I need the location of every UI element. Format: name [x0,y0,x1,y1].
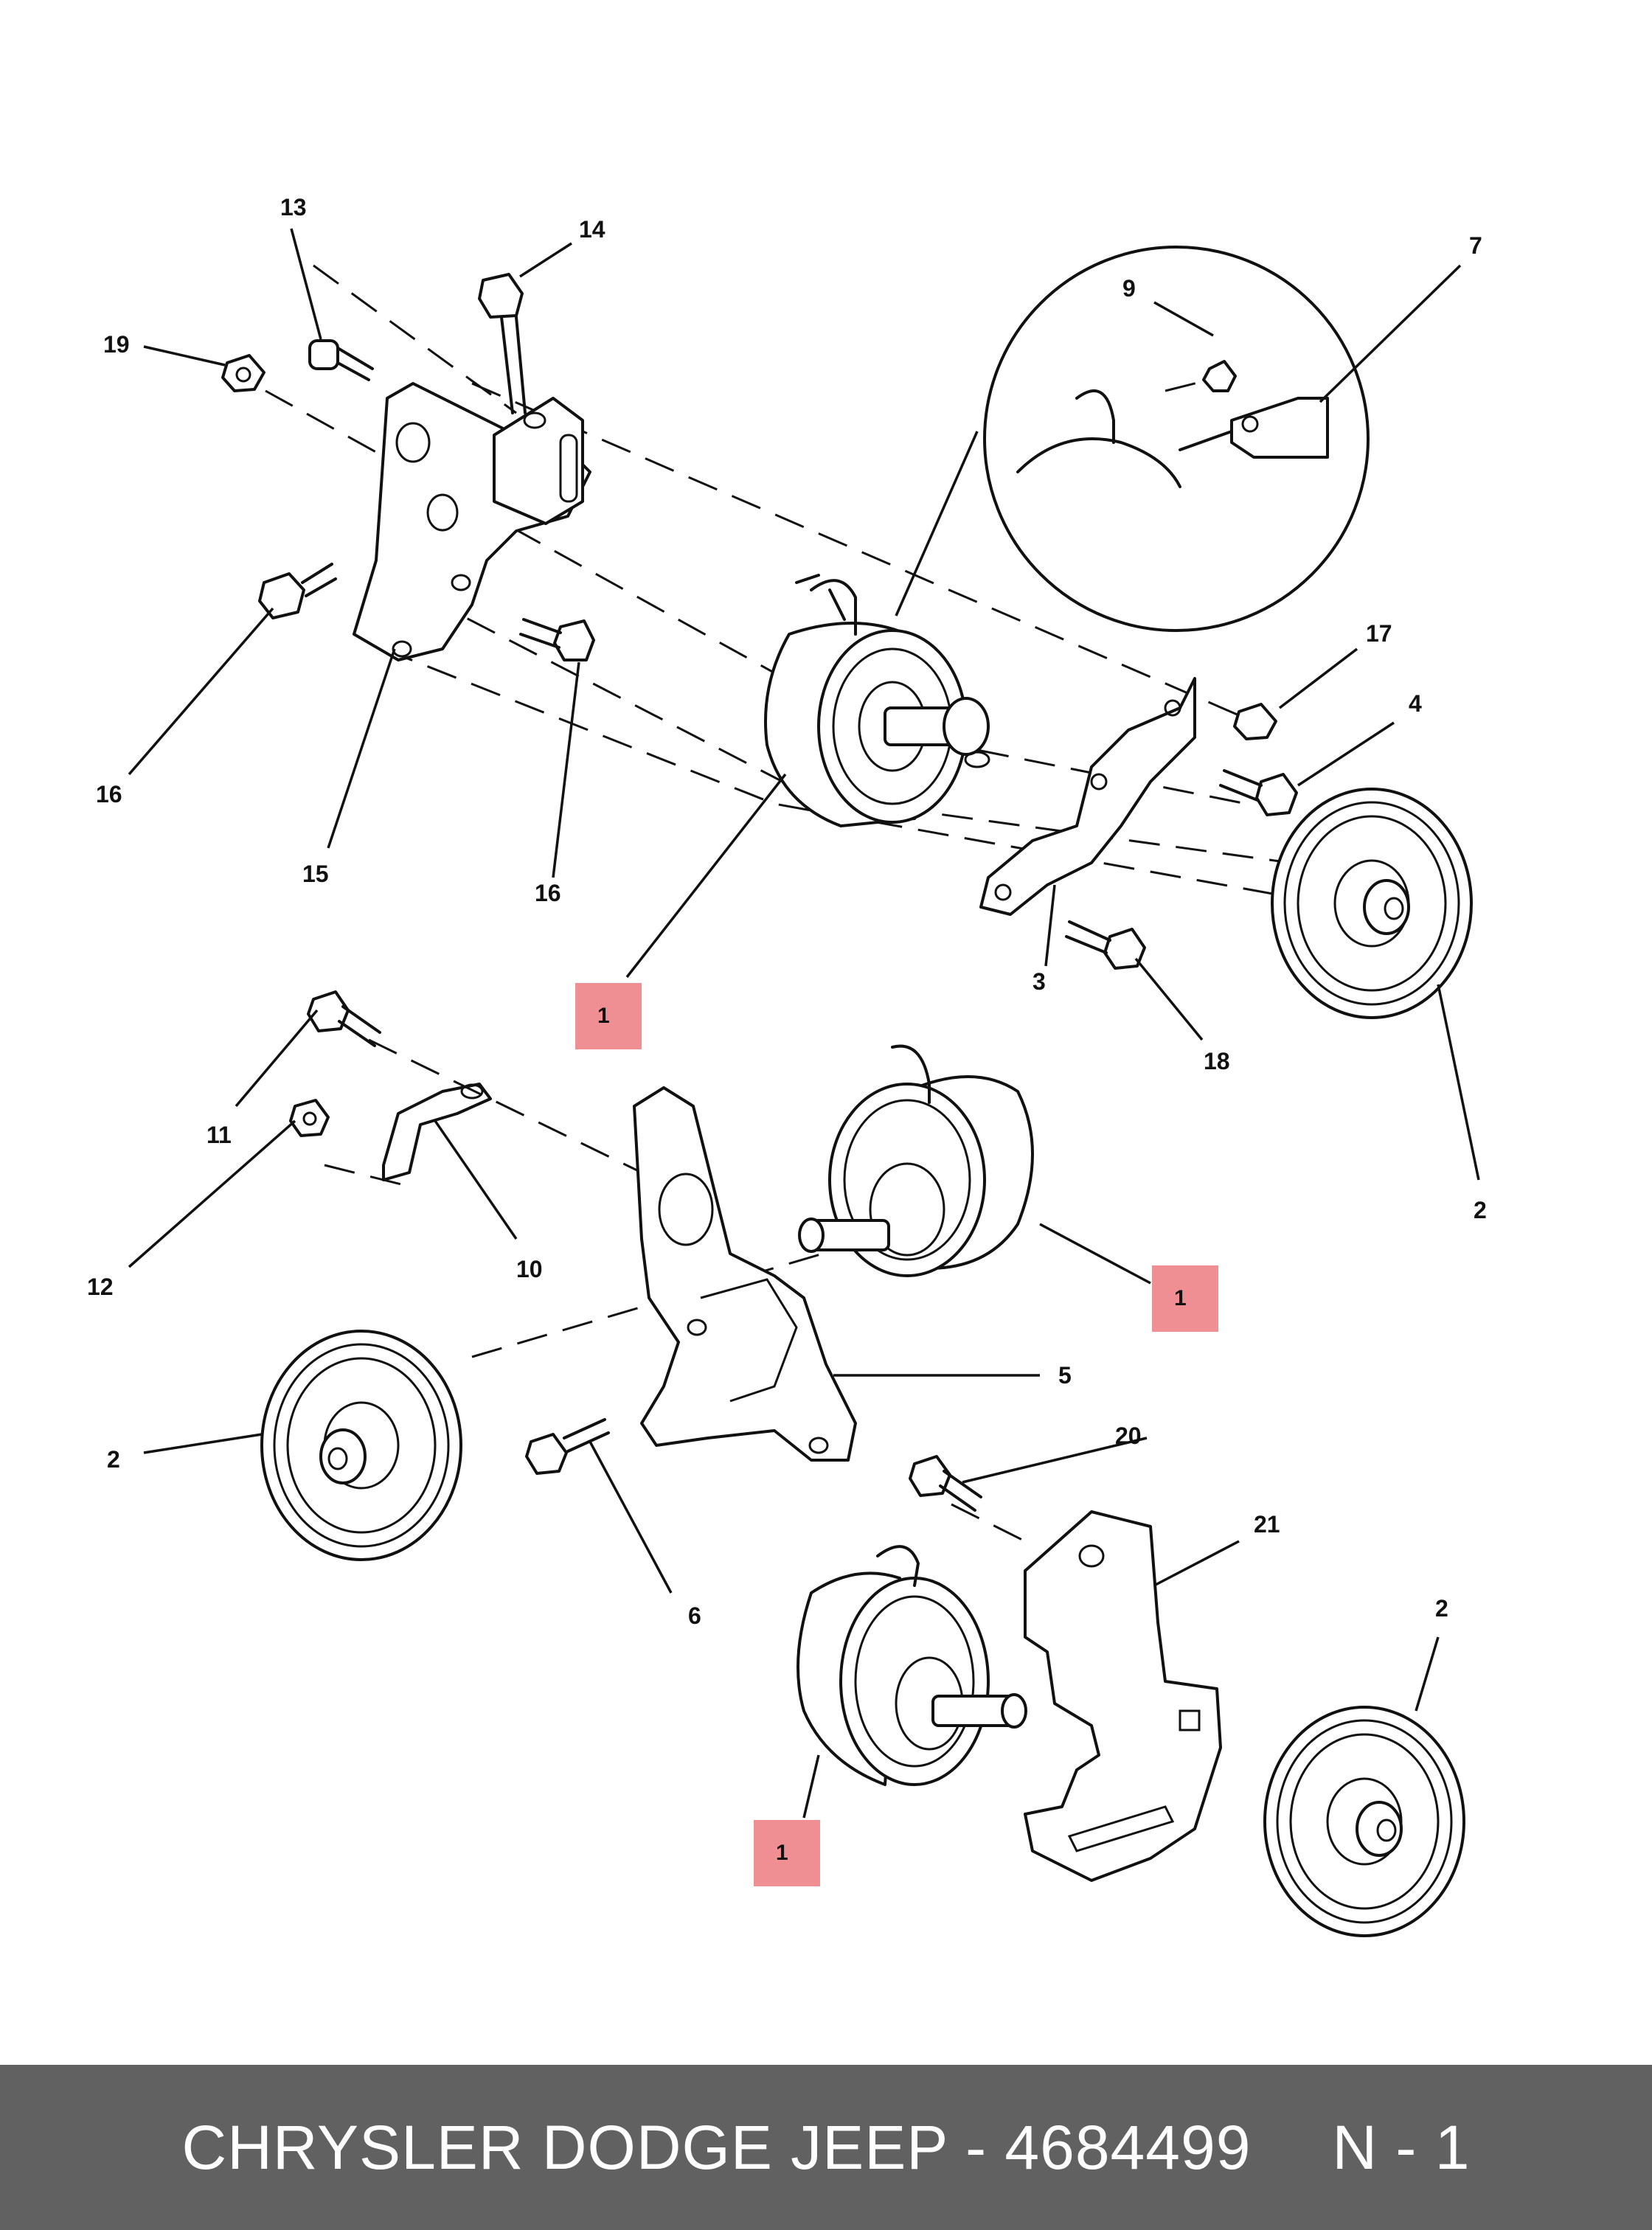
parts-diagram: 13 14 19 9 7 17 4 16 15 16 3 18 2 11 12 … [87,194,1487,1937]
middle-assembly [260,990,1034,1561]
callout-17: 17 [1366,620,1392,647]
callout-16-right: 16 [535,880,561,906]
bolt-20 [909,1455,982,1512]
nut-19 [221,354,266,392]
callout-15: 15 [302,861,329,887]
callout-2-bottom: 2 [1435,1595,1448,1622]
footer-page-ref: N - 1 [1332,2112,1471,2182]
stud-13 [308,339,374,381]
highlight-box-bottom [754,1820,820,1886]
callout-3: 3 [1032,968,1046,995]
callout-6: 6 [688,1602,701,1629]
pulley-2-bottom [1263,1706,1465,1937]
callout-2-middle: 2 [107,1446,120,1473]
callout-7: 7 [1469,232,1482,259]
bolt-18 [1065,920,1146,970]
support-bracket-3 [979,677,1196,916]
highlight-box-top [575,983,642,1049]
callout-19: 19 [103,331,130,358]
callout-14: 14 [579,216,605,243]
callout-labels: 13 14 19 9 7 17 4 16 15 16 3 18 2 11 12 … [87,194,1487,1629]
callout-4: 4 [1409,690,1422,717]
bolt-16-left [258,563,337,619]
nut-17 [1233,703,1277,740]
top-assembly [221,246,1473,1019]
mounting-bracket-5 [633,1086,857,1462]
footer-bar: CHRYSLER DODGE JEEP - 4684499 N - 1 [0,2065,1652,2230]
callout-20: 20 [1115,1423,1142,1449]
bolt-11 [307,990,381,1047]
highlight-label-bottom: 1 [776,1841,788,1865]
callout-11: 11 [206,1122,232,1148]
bolt-6 [525,1418,610,1475]
detail-inset [983,246,1370,632]
callout-18: 18 [1204,1048,1230,1074]
callout-21: 21 [1254,1511,1280,1538]
highlight-label-middle: 1 [1174,1286,1187,1310]
callout-16-left: 16 [96,781,122,807]
leader-lines [128,228,1480,1819]
highlight-callouts: 1 1 1 [575,983,1218,1886]
power-steering-pump-bottom [796,1545,1027,1786]
bolt-16-right [519,618,595,661]
callout-2-top: 2 [1474,1197,1487,1223]
callout-10: 10 [516,1256,543,1282]
highlight-box-middle [1152,1265,1218,1332]
hose-bracket-10 [382,1083,492,1181]
bottom-assembly [796,1455,1465,1937]
pulley-2-middle [260,1330,462,1561]
highlight-label-top: 1 [597,1004,610,1028]
bolt-4 [1219,769,1298,816]
callout-5: 5 [1058,1362,1072,1389]
footer-brand-part: CHRYSLER DODGE JEEP - 4684499 [181,2112,1252,2182]
power-steering-pump-middle [798,1044,1034,1277]
nut-12 [289,1099,330,1137]
callout-13: 13 [280,194,307,220]
callout-12: 12 [87,1274,114,1300]
power-steering-pump-top [764,574,990,827]
footer-caption: CHRYSLER DODGE JEEP - 4684499 N - 1 [182,2112,1471,2184]
callout-9: 9 [1122,275,1136,302]
mounting-bracket-21 [1024,1510,1222,1882]
pulley-2-top [1271,788,1473,1019]
bolt-14 [478,273,527,414]
